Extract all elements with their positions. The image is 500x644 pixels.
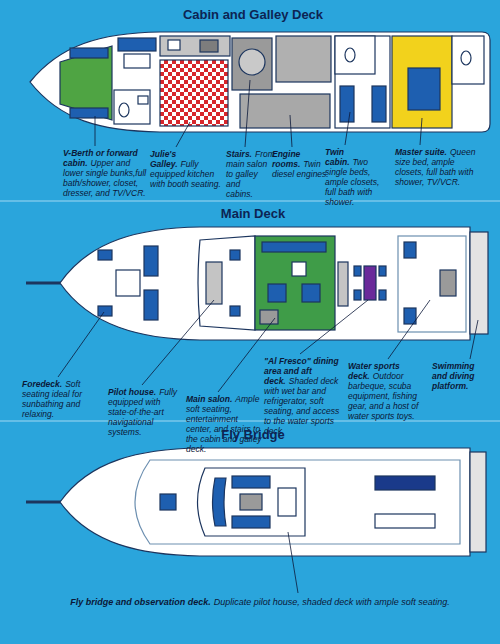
callout-heading: Stairs. (226, 149, 252, 159)
leader-lines (58, 300, 478, 392)
callout-heading: Julie's Galley. (150, 149, 178, 169)
section-title: Cabin and Galley Deck (3, 7, 500, 22)
cabin-deck-hull (30, 32, 490, 132)
main-deck-hull (26, 227, 488, 340)
fly-bridge-hull (26, 448, 486, 556)
callout-heading: Pilot house. (108, 387, 156, 397)
callout-heading: Fly bridge and observation deck. (70, 597, 211, 607)
leader-lines (95, 80, 422, 147)
callout-heading: Foredeck. (22, 379, 62, 389)
callout-text: Duplicate pilot house, shaded deck with … (214, 597, 450, 607)
callout: Swimming and diving platform. (432, 362, 490, 392)
callout: Water sports deck.Outdoor barbeque, scub… (348, 362, 428, 422)
callout: Pilot house.Fully equipped with state-of… (108, 388, 184, 438)
callout: Twin cabin.Two single beds, ample closet… (325, 148, 389, 208)
callout-heading: Swimming and diving platform. (432, 361, 475, 391)
callout-heading: Master suite. (395, 147, 447, 157)
callout: "Al Fresco" dining area and aft deck.Sha… (264, 357, 342, 437)
callout: Stairs.From main salon to galley and cab… (226, 150, 268, 200)
callout: Main salon.Ample soft seating, entertain… (186, 395, 262, 455)
section-title: Main Deck (3, 206, 500, 221)
callout: V-Berth or forward cabin.Upper and lower… (63, 149, 148, 199)
callout-heading: Twin cabin. (325, 147, 350, 167)
leader-lines (288, 532, 298, 593)
callout-heading: Engine rooms. (272, 149, 300, 169)
callout: Julie's Galley.Fully equipped kitchen wi… (150, 150, 222, 190)
section-title-text: Main Deck (221, 206, 285, 221)
section-title-text: Fly Bridge (221, 427, 285, 442)
section-title-text: Cabin and Galley Deck (183, 7, 323, 22)
callout: Master suite.Queen size bed, ample close… (395, 148, 477, 188)
callout: Foredeck.Soft seating ideal for sunbathi… (22, 380, 102, 420)
callout-heading: Main salon. (186, 394, 232, 404)
callout: Engine rooms.Twin diesel engines. (272, 150, 330, 180)
callout: Fly bridge and observation deck.Duplicat… (60, 597, 460, 608)
section-title: Fly Bridge (3, 427, 500, 442)
